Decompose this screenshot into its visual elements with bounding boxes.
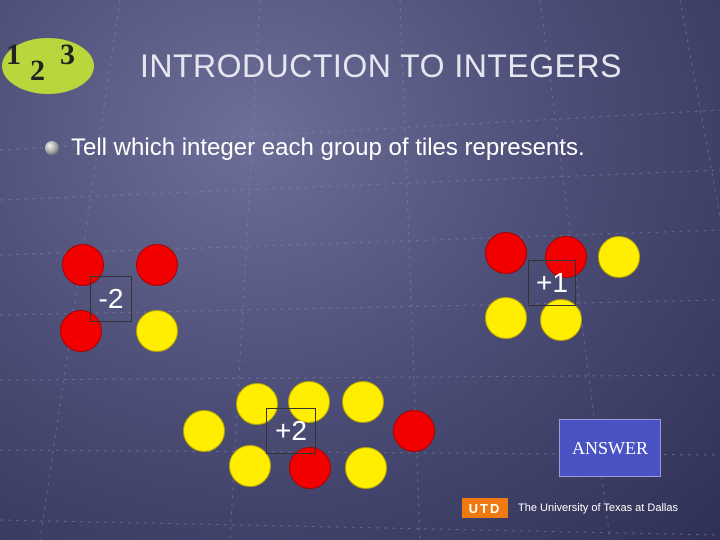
instruction-text: Tell which integer each group of tiles r… — [71, 134, 585, 161]
positive-tile — [236, 383, 278, 425]
positive-tile — [345, 447, 387, 489]
negative-tile — [289, 447, 331, 489]
negative-tile — [136, 244, 178, 286]
positive-tile — [342, 381, 384, 423]
numbers-logo: 1 2 3 — [2, 38, 94, 94]
negative-tile — [485, 232, 527, 274]
utd-logo: UTD — [462, 498, 508, 518]
logo-digit-2: 2 — [30, 54, 45, 87]
positive-tile — [183, 410, 225, 452]
negative-tile — [393, 410, 435, 452]
group-label: +1 — [528, 260, 576, 306]
positive-tile — [598, 236, 640, 278]
negative-tile — [545, 236, 587, 278]
positive-tile — [485, 297, 527, 339]
negative-tile — [60, 310, 102, 352]
footer-text: The University of Texas at Dallas — [518, 502, 678, 514]
positive-tile — [288, 381, 330, 423]
positive-tile — [540, 299, 582, 341]
negative-tile — [62, 244, 104, 286]
footer: UTD The University of Texas at Dallas — [462, 498, 678, 518]
group-label: +2 — [266, 408, 316, 454]
positive-tile — [136, 310, 178, 352]
bullet-icon — [45, 141, 59, 155]
instruction-row: Tell which integer each group of tiles r… — [45, 134, 585, 162]
positive-tile — [229, 445, 271, 487]
logo-digit-1: 1 — [6, 38, 21, 71]
answer-button[interactable]: ANSWER — [559, 419, 661, 477]
logo-digit-3: 3 — [60, 38, 75, 71]
group-label: -2 — [90, 276, 132, 322]
slide-title: INTRODUCTION TO INTEGERS — [140, 48, 622, 84]
